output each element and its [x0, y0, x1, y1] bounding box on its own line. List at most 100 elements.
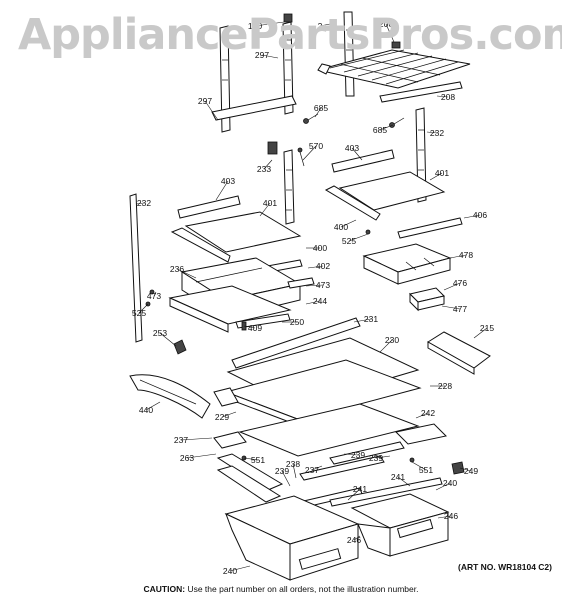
leader-line: [305, 300, 321, 305]
leader-line: [138, 303, 149, 314]
left-shelf-stack: [170, 195, 303, 277]
callout-label: 400: [313, 243, 327, 253]
callout-label: 244: [313, 296, 327, 306]
callout-label: 246: [444, 511, 458, 521]
callout-label: 440: [139, 405, 153, 415]
callout-label: 297: [255, 50, 269, 60]
callout-label: 239: [275, 466, 289, 476]
right-shelf-stack: [324, 149, 463, 239]
leader-line: [259, 202, 271, 217]
leader-line: [229, 565, 251, 572]
leader-line: [351, 147, 363, 161]
callout-label: 241: [353, 484, 367, 494]
callout-label: 525: [132, 308, 146, 318]
leader-line: [305, 284, 324, 287]
callout-label: 401: [435, 168, 449, 178]
leader-line: [348, 233, 369, 242]
leader-line: [343, 453, 359, 456]
leader-line: [135, 202, 145, 205]
leader-line: [254, 21, 285, 27]
callout-label: 246: [347, 535, 361, 545]
leader-line: [307, 265, 324, 269]
leader-line: [204, 100, 219, 121]
callout-label: 478: [459, 250, 473, 260]
crisper-drawer-front: [145, 285, 292, 333]
center-ladder: [283, 149, 295, 225]
callout-label: 250: [290, 317, 304, 327]
clip-233: [267, 141, 305, 167]
art-number: (ART NO. WR18104 C2): [458, 562, 552, 572]
leader-line: [180, 437, 213, 441]
callout-label: 400: [334, 222, 348, 232]
callout-label: 263: [180, 453, 194, 463]
leader-line: [449, 254, 467, 259]
leader-line: [463, 214, 481, 219]
leader-line: [415, 412, 429, 419]
callout-label: 525: [342, 236, 356, 246]
leader-line: [435, 482, 451, 491]
callout-label: 232: [430, 128, 444, 138]
callout-label: 229: [215, 412, 229, 422]
leader-line: [441, 305, 461, 310]
callout-label: 551: [419, 465, 433, 475]
leader-line: [353, 535, 361, 541]
leader-line: [436, 95, 449, 98]
rail-232-left: [129, 193, 143, 343]
side-supports: [213, 423, 448, 503]
callout-label: 685: [314, 103, 328, 113]
leader-line: [411, 461, 427, 471]
leader-line: [302, 145, 317, 161]
callout-label: 685: [373, 125, 387, 135]
callout-label: 239: [369, 453, 383, 463]
crisper-cover-242: [238, 403, 420, 457]
crisper-drawer-left: [224, 495, 360, 581]
roller-249: [451, 461, 465, 475]
callout-label: 232: [137, 198, 151, 208]
leader-line: [459, 467, 472, 472]
screw-525: [365, 229, 371, 235]
callout-label: 403: [221, 176, 235, 186]
callout-label: 2: [318, 21, 323, 31]
door-bin-215: [427, 331, 491, 375]
leader-line: [437, 515, 452, 519]
callout-label: 239: [351, 450, 365, 460]
callout-label: 238: [286, 459, 300, 469]
leader-line: [319, 23, 331, 27]
callout-label: 403: [345, 143, 359, 153]
callout-label: 228: [438, 381, 452, 391]
callout-label: 206: [379, 19, 393, 29]
leader-line: [153, 291, 157, 297]
leader-line: [281, 470, 291, 487]
leader-line: [426, 131, 438, 134]
callout-label: 242: [421, 408, 435, 418]
door-guard-440: [129, 374, 211, 419]
leader-line: [340, 219, 357, 228]
leader-line: [314, 107, 322, 118]
callout-label: 406: [473, 210, 487, 220]
wire-shelf: [317, 41, 471, 89]
leader-line: [221, 411, 237, 418]
leader-line: [385, 23, 395, 43]
callout-label: 473: [147, 291, 161, 301]
front-trim-208: [379, 81, 463, 103]
callout-label: 241: [391, 472, 405, 482]
leader-line: [353, 318, 372, 323]
leader-line: [243, 457, 259, 461]
callout-label: 230: [385, 335, 399, 345]
leader-line: [379, 339, 393, 353]
callout-label: 236: [170, 264, 184, 274]
callout-label: 231: [364, 314, 378, 324]
callout-label: 473: [316, 280, 330, 290]
leader-line: [159, 332, 177, 347]
callout-label: 570: [309, 141, 323, 151]
callout-label: 100: [248, 21, 262, 31]
callout-label: 237: [174, 435, 188, 445]
callout-label: 233: [257, 164, 271, 174]
leader-line: [292, 463, 297, 479]
callout-label: 237: [305, 465, 319, 475]
leader-line: [243, 325, 256, 329]
callout-label: 249: [464, 466, 478, 476]
leader-line: [311, 465, 323, 471]
